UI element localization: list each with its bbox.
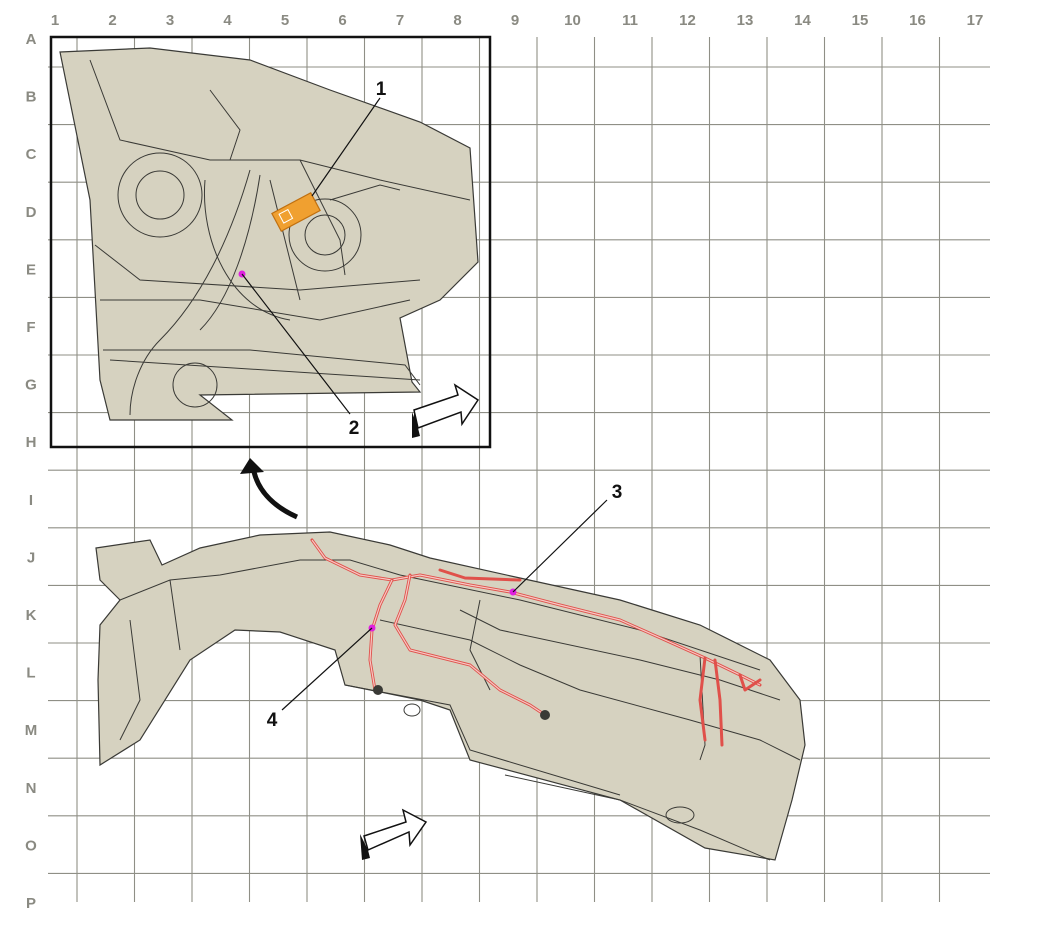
connector-highlight-icon	[271, 192, 321, 232]
row-label-E: E	[26, 261, 36, 278]
row-label-M: M	[25, 722, 38, 739]
column-label-10: 10	[564, 12, 581, 29]
column-label-6: 6	[338, 12, 346, 29]
row-label-N: N	[26, 780, 37, 797]
row-label-O: O	[25, 837, 37, 854]
direction-arrow-icon	[412, 383, 480, 438]
column-label-17: 17	[967, 12, 984, 29]
column-label-7: 7	[396, 12, 404, 29]
column-label-5: 5	[281, 12, 289, 29]
column-label-13: 13	[737, 12, 754, 29]
row-label-A: A	[26, 31, 37, 48]
row-label-B: B	[26, 89, 37, 106]
row-label-P: P	[26, 895, 36, 912]
callout-1: 1	[376, 79, 387, 100]
column-label-14: 14	[794, 12, 811, 29]
row-label-J: J	[27, 549, 35, 566]
column-label-12: 12	[679, 12, 696, 29]
row-label-D: D	[26, 204, 37, 221]
column-label-11: 11	[622, 12, 638, 29]
column-label-4: 4	[223, 12, 232, 29]
column-label-1: 1	[51, 12, 59, 29]
column-label-2: 2	[108, 12, 116, 29]
row-label-F: F	[26, 319, 35, 336]
direction-arrow-icon	[360, 808, 428, 860]
inset-bumper-body	[59, 47, 479, 421]
column-label-8: 8	[453, 12, 461, 29]
leader-line-1	[311, 97, 381, 197]
callout-2: 2	[349, 418, 360, 439]
main-bumper-view	[95, 499, 806, 861]
row-label-I: I	[29, 492, 33, 509]
column-label-3: 3	[166, 12, 174, 29]
leader-line-2	[241, 273, 351, 415]
column-label-15: 15	[852, 12, 869, 29]
column-label-9: 9	[511, 12, 519, 29]
callout-3: 3	[612, 482, 623, 503]
inset-frame	[49, 35, 492, 449]
row-labels: A B C D E F G H I J K L M N O P	[25, 31, 38, 912]
row-label-K: K	[26, 607, 37, 624]
inset-detail-view	[49, 35, 492, 449]
leader-line-4	[281, 627, 373, 711]
zoom-arrow-icon	[240, 458, 299, 520]
column-label-16: 16	[909, 12, 926, 29]
callout-4: 4	[267, 710, 278, 731]
row-label-G: G	[25, 377, 37, 394]
leader-line-3	[512, 499, 608, 593]
row-label-L: L	[26, 665, 35, 682]
row-label-H: H	[26, 434, 37, 451]
bumper-body	[95, 531, 806, 861]
row-label-C: C	[26, 146, 37, 163]
